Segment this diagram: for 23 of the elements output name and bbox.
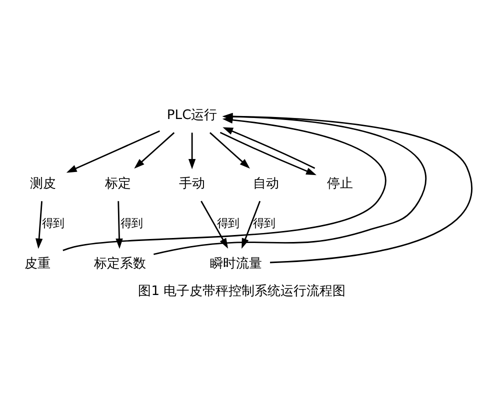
arrow bbox=[200, 200, 228, 248]
arrow bbox=[66, 130, 160, 172]
node-text: 手动 bbox=[179, 176, 206, 192]
arrow bbox=[210, 132, 250, 168]
node-text: 瞬时流量 bbox=[210, 256, 262, 271]
node-text: 标定 bbox=[104, 176, 131, 192]
arrow bbox=[220, 131, 316, 175]
edge-label: 得到 bbox=[217, 216, 240, 230]
arrow bbox=[222, 126, 316, 168]
arrow bbox=[154, 112, 426, 254]
node-text: 停止 bbox=[327, 176, 354, 192]
edge-label: 得到 bbox=[120, 216, 143, 230]
arrow bbox=[188, 132, 196, 169]
arrow bbox=[134, 132, 175, 168]
edge-label: 得到 bbox=[252, 216, 275, 230]
caption: 图1 电子皮带秤控制系统运行流程图 bbox=[138, 283, 346, 298]
node-text: 测皮 bbox=[30, 176, 56, 192]
node-text: 自动 bbox=[253, 176, 280, 192]
node-text: PLC运行 bbox=[166, 108, 218, 123]
edge-label: 得到 bbox=[42, 216, 64, 230]
arrow bbox=[35, 200, 43, 248]
node-text: 标定系数 bbox=[94, 256, 146, 271]
node-text: 皮重 bbox=[24, 256, 50, 271]
